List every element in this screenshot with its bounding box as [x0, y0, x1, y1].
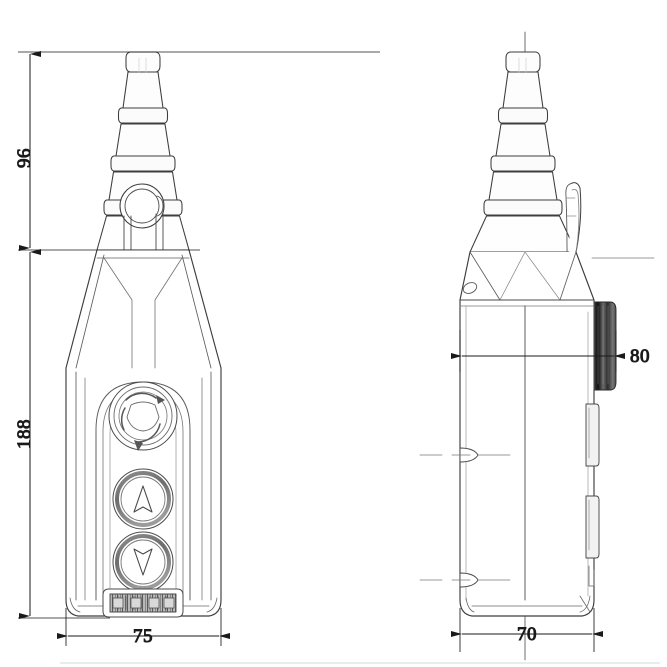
side-enclosure-body	[459, 251, 595, 617]
front-button-up[interactable]	[112, 468, 174, 530]
side-strain-relief	[469, 51, 577, 253]
side-button-pads[interactable]	[585, 403, 600, 587]
dimension-70-label: 70	[517, 624, 537, 645]
side-knurled-grip	[593, 301, 617, 391]
front-terminal-gland	[102, 588, 184, 618]
side-view	[419, 31, 655, 661]
front-selector-switch[interactable]	[108, 381, 178, 451]
front-view	[65, 51, 222, 618]
dimension-layer: 96 188 75 80 70	[14, 51, 650, 652]
dimension-188-label: 188	[14, 419, 35, 449]
front-suspension-ring	[119, 183, 165, 253]
dimension-96-label: 96	[14, 148, 35, 168]
dimension-70: 70	[451, 608, 603, 652]
side-mount-bosses	[419, 447, 511, 588]
dimension-188: 188	[14, 249, 41, 619]
dimension-75-label: 75	[133, 626, 153, 647]
dimension-80: 80	[451, 330, 650, 372]
dimension-75: 75	[57, 608, 230, 648]
front-button-down[interactable]	[112, 531, 174, 593]
dimension-80-label: 80	[630, 346, 650, 367]
dimension-96: 96	[14, 51, 41, 251]
